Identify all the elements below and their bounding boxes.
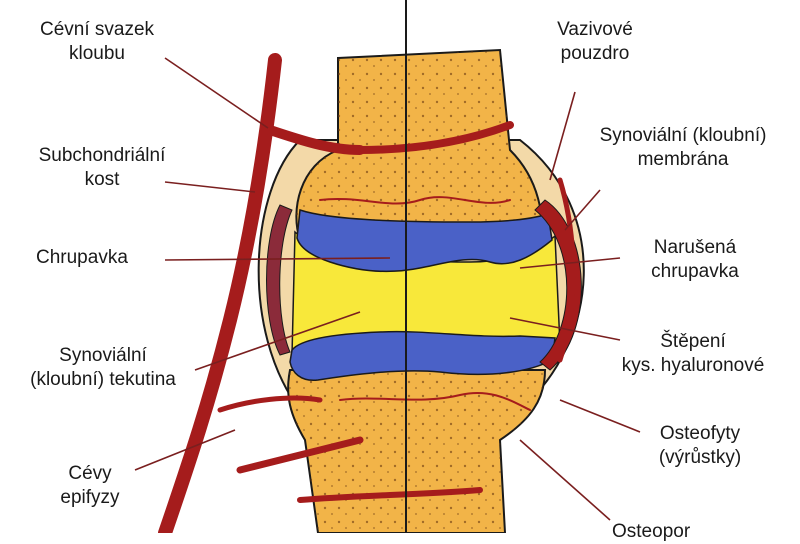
label-line: Osteopor	[612, 521, 691, 542]
label-line: kys. hyaluronové	[621, 355, 765, 376]
blood-vessels	[158, 53, 576, 540]
label-cevni-svazek: Cévní svazek kloubu	[22, 18, 172, 66]
label-line: Narušená	[653, 237, 737, 258]
label-narusena-chrupavka: Narušená chrupavka	[630, 236, 760, 284]
label-line: Synoviální (kloubní)	[599, 125, 767, 146]
label-line: kloubu	[69, 43, 125, 64]
label-stepeni: Štěpení kys. hyaluronové	[608, 330, 778, 378]
label-line: Cévy	[68, 463, 112, 484]
label-line: epifyzy	[60, 487, 120, 508]
label-line: Štěpení	[660, 331, 726, 352]
label-line: Chrupavka	[36, 247, 128, 268]
label-line: Vazivové	[557, 19, 633, 40]
label-line: membrána	[637, 149, 729, 170]
label-osteofyty: Osteofyty (výrůstky)	[640, 422, 760, 470]
joint-diagram: Cévní svazek kloubu Subchondriální kost …	[8, 0, 788, 542]
label-chrupavka: Chrupavka	[36, 246, 128, 270]
label-cevy-epifyzy: Cévy epifyzy	[50, 462, 130, 510]
label-line: kost	[84, 169, 120, 190]
label-line: chrupavka	[651, 261, 739, 282]
label-subchondralni: Subchondriální kost	[22, 144, 182, 192]
leader-lines	[134, 57, 641, 521]
label-line: (kloubní) tekutina	[30, 369, 176, 390]
label-vazivove-pouzdro: Vazivové pouzdro	[540, 18, 650, 66]
label-line: (výrůstky)	[658, 447, 742, 468]
label-osteoporoza-partial: Osteopor	[612, 520, 690, 544]
label-line: Subchondriální	[38, 145, 166, 166]
label-line: Synoviální	[59, 345, 147, 366]
joint-illustration	[134, 0, 641, 540]
label-synovialni-tekutina: Synoviální (kloubní) tekutina	[8, 344, 198, 392]
label-line: Cévní svazek	[39, 19, 155, 40]
label-line: Osteofyty	[659, 423, 741, 444]
upper-cartilage	[296, 208, 553, 273]
label-synovialni-membrana: Synoviální (kloubní) membrána	[578, 124, 788, 172]
lower-cartilage	[289, 330, 556, 381]
label-line: pouzdro	[560, 43, 630, 64]
